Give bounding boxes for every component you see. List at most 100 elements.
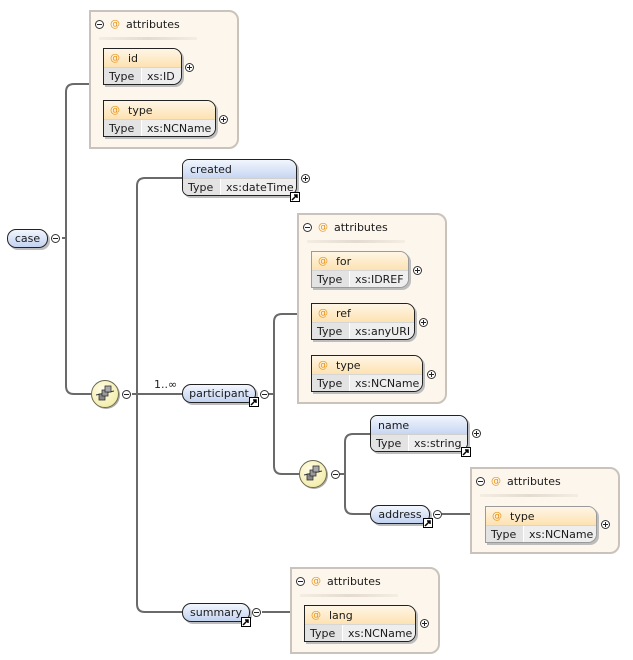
attribute-name: type <box>128 103 153 117</box>
collapse-icon[interactable] <box>433 510 442 519</box>
collapse-icon[interactable] <box>260 390 269 399</box>
collapse-icon[interactable] <box>95 19 104 29</box>
type-label: Type <box>183 179 221 195</box>
type-reference-icon[interactable] <box>461 447 471 457</box>
divider <box>307 240 405 243</box>
divider <box>480 494 578 497</box>
attribute-icon: @ <box>318 255 328 267</box>
type-value: xs:ID <box>142 68 181 84</box>
type-label: Type <box>312 375 350 391</box>
attribute-name: ref <box>336 306 351 320</box>
element-participant[interactable]: participant <box>182 384 256 403</box>
attributes-label: attributes <box>327 574 381 588</box>
attributes-header: @ attributes <box>303 220 388 234</box>
divider <box>99 37 197 40</box>
sequence-compositor[interactable] <box>91 380 119 408</box>
collapse-icon[interactable] <box>122 390 131 399</box>
attribute-icon: @ <box>318 307 328 319</box>
element-name: created <box>190 162 232 176</box>
type-value: xs:dateTime <box>221 179 296 195</box>
collapse-icon[interactable] <box>252 608 261 617</box>
type-label: Type <box>312 323 350 339</box>
attribute-name: lang <box>329 608 353 622</box>
attribute-icon: @ <box>318 221 328 233</box>
attribute-name: type <box>336 358 361 372</box>
expand-icon[interactable] <box>185 63 194 72</box>
attributes-label: attributes <box>507 474 561 488</box>
type-value: xs:anyURI <box>350 323 414 339</box>
collapse-icon[interactable] <box>476 476 485 486</box>
wire-case-attributes <box>62 83 89 239</box>
type-value: xs:NCName <box>350 375 422 391</box>
divider <box>300 594 398 597</box>
attributes-header: @ attributes <box>95 17 180 31</box>
attribute-name: for <box>336 254 352 268</box>
type-value: xs:NCName <box>343 625 415 641</box>
type-reference-icon[interactable] <box>249 397 259 407</box>
attribute-name: type <box>510 509 535 523</box>
sequence-compositor[interactable] <box>299 460 327 488</box>
attribute-name: id <box>128 51 139 65</box>
type-value: xs:NCName <box>142 120 215 136</box>
type-reference-icon[interactable] <box>241 617 251 627</box>
attribute-icon: @ <box>311 575 321 587</box>
sequence-icon <box>303 465 323 481</box>
attributes-label: attributes <box>334 220 388 234</box>
element-name: summary <box>190 606 242 619</box>
type-reference-icon[interactable] <box>290 192 300 202</box>
element-summary[interactable]: summary <box>182 603 250 622</box>
attribute-icon: @ <box>110 18 120 30</box>
wire-participant <box>268 313 299 475</box>
type-label: Type <box>312 271 350 287</box>
wire-case-sequence <box>65 238 91 395</box>
collapse-icon[interactable] <box>51 234 60 243</box>
element-name: address <box>378 508 422 521</box>
element-name: participant <box>189 387 249 400</box>
expand-icon[interactable] <box>219 115 228 124</box>
expand-icon[interactable] <box>420 619 429 628</box>
element-case[interactable]: case <box>7 229 48 248</box>
expand-icon[interactable] <box>601 520 610 529</box>
type-reference-icon[interactable] <box>423 518 433 528</box>
type-label: Type <box>305 625 343 641</box>
collapse-icon[interactable] <box>303 222 312 232</box>
attributes-header: @ attributes <box>476 474 561 488</box>
element-name-label: name <box>378 418 410 432</box>
expand-icon[interactable] <box>413 266 422 275</box>
attribute-icon: @ <box>492 510 502 522</box>
collapse-icon[interactable] <box>331 470 340 479</box>
expand-icon[interactable] <box>301 174 310 183</box>
expand-icon[interactable] <box>427 370 436 379</box>
attribute-icon: @ <box>491 475 501 487</box>
type-label: Type <box>104 120 142 136</box>
element-name: case <box>14 232 41 245</box>
type-value: xs:NCName <box>524 526 596 542</box>
type-label: Type <box>371 435 409 451</box>
type-value: xs:IDREF <box>350 271 408 287</box>
sequence-icon <box>95 385 115 401</box>
attributes-label: attributes <box>126 17 180 31</box>
attribute-icon: @ <box>110 104 120 116</box>
type-label: Type <box>486 526 524 542</box>
expand-icon[interactable] <box>472 429 481 438</box>
type-value: xs:string <box>409 435 467 451</box>
expand-icon[interactable] <box>419 318 428 327</box>
type-label: Type <box>104 68 142 84</box>
collapse-icon[interactable] <box>296 576 305 586</box>
element-address[interactable]: address <box>370 505 430 524</box>
wire-seq-created-summary <box>136 177 182 613</box>
cardinality-label: 1..∞ <box>154 378 178 391</box>
attribute-icon: @ <box>318 359 328 371</box>
attribute-icon: @ <box>110 52 120 64</box>
attributes-header: @ attributes <box>296 574 381 588</box>
